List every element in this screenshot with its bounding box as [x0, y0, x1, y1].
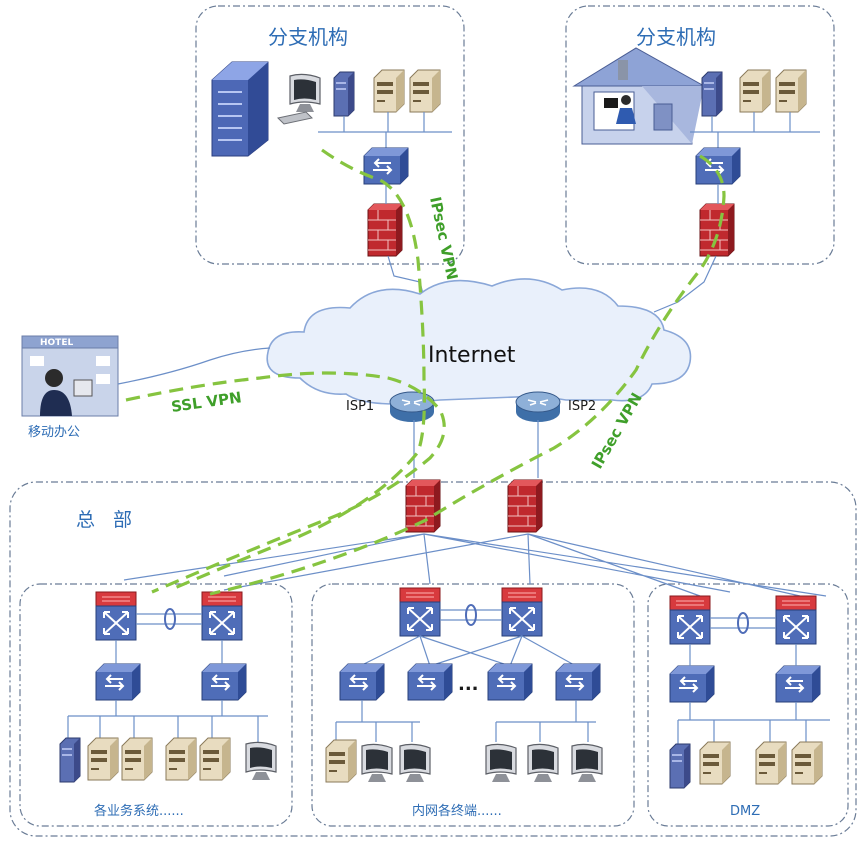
- branch-left-server-1-icon: [373, 69, 405, 113]
- branch-right-uplink: [653, 184, 719, 313]
- internet-label: Internet: [428, 343, 516, 368]
- branch-right-storage-icon: [701, 71, 723, 117]
- ipsec-vpn-label-top: IPsec VPN: [426, 195, 461, 282]
- internet-cloud: [266, 278, 692, 405]
- business-access-switch-1-icon: [95, 663, 141, 701]
- dmz-core-trunk: [710, 617, 776, 629]
- hotel-building-icon: [21, 335, 119, 417]
- branch-left-title: 分支机构: [268, 25, 348, 49]
- dmz-lan-links: [677, 644, 830, 746]
- branch-left-building-icon: [211, 61, 269, 157]
- business-systems-label: 各业务系统......: [94, 803, 184, 819]
- dmz-label: DMZ: [730, 804, 760, 819]
- isp1-label: ISP1: [346, 399, 374, 414]
- intranet-terminals-region: [311, 583, 635, 827]
- ipsec-vpn-tunnel-left: [169, 148, 426, 592]
- branch-left-region: [195, 5, 465, 265]
- intranet-lag-icon: [465, 604, 477, 626]
- business-server-1-icon: [87, 737, 119, 781]
- ssl-vpn-tunnel: [125, 371, 446, 594]
- branch-left-switch-icon: [363, 147, 409, 185]
- intranet-terminal-2-icon: [399, 743, 431, 783]
- business-server-2-icon: [121, 737, 153, 781]
- business-access-switch-2-icon: [201, 663, 247, 701]
- hq-distribution-links: [123, 533, 827, 597]
- intranet-core-switch-1-icon: [399, 587, 441, 637]
- branch-left-uplink: [385, 184, 425, 299]
- dmz-lag-icon: [737, 612, 749, 634]
- intranet-terminal-links: [335, 700, 596, 742]
- dmz-server-1-icon: [699, 741, 731, 785]
- business-systems-region: [19, 583, 293, 827]
- intranet-terminal-4-icon: [527, 743, 559, 783]
- branch-left-keyboard-icon: [276, 111, 314, 125]
- branch-left-lan-links: [318, 112, 452, 150]
- branch-right-server-2-icon: [775, 69, 807, 113]
- business-core-switch-2-icon: [201, 591, 243, 641]
- branch-right-switch-icon: [695, 147, 741, 185]
- business-lag-icon: [164, 608, 176, 630]
- ssl-vpn-label: SSL VPN: [170, 388, 243, 416]
- business-lan-links: [67, 640, 268, 742]
- intranet-core-switch-2-icon: [501, 587, 543, 637]
- dmz-server-3-icon: [791, 741, 823, 785]
- intranet-pc-1-icon: [325, 739, 357, 783]
- branch-right-title: 分支机构: [636, 25, 716, 49]
- hq-firewall-1-icon: [405, 479, 441, 533]
- dmz-core-switch-2-icon: [775, 595, 817, 645]
- intranet-access-switch-4-icon: [555, 663, 601, 701]
- dmz-server-2-icon: [755, 741, 787, 785]
- mobile-office-label: 移动办公: [28, 425, 80, 440]
- intranet-terminal-1-icon: [361, 743, 393, 783]
- business-server-3-icon: [165, 737, 197, 781]
- dmz-core-switch-1-icon: [669, 595, 711, 645]
- isp2-label: ISP2: [568, 399, 596, 414]
- business-storage-icon: [59, 737, 81, 783]
- branch-left-server-2-icon: [409, 69, 441, 113]
- branch-right-firewall-icon: [699, 203, 735, 257]
- branch-left-workstation-icon: [289, 73, 321, 113]
- intranet-terminal-5-icon: [571, 743, 603, 783]
- intranet-terminals-label: 内网各终端......: [412, 803, 502, 819]
- branch-left-storage-icon: [333, 71, 355, 117]
- dmz-access-switch-1-icon: [669, 665, 715, 703]
- home-office-icon: [572, 47, 706, 145]
- business-server-4-icon: [199, 737, 231, 781]
- intranet-access-switch-3-icon: [487, 663, 533, 701]
- isp2-router-icon: [515, 391, 561, 423]
- headquarters-title: 总 部: [76, 509, 138, 531]
- ipsec-vpn-tunnel-right: [209, 154, 726, 596]
- mobile-to-internet-link: [117, 347, 271, 385]
- dmz-storage-icon: [669, 743, 691, 789]
- dmz-access-switch-2-icon: [775, 665, 821, 703]
- intranet-access-switch-2-icon: [407, 663, 453, 701]
- intranet-access-switch-1-icon: [339, 663, 385, 701]
- branch-right-region: [565, 5, 835, 265]
- business-workstation-icon: [245, 741, 277, 781]
- intranet-core-trunk: [440, 609, 502, 621]
- hq-firewall-2-icon: [507, 479, 543, 533]
- ipsec-vpn-label-right: IPsec VPN: [588, 390, 646, 472]
- business-core-switch-1-icon: [95, 591, 137, 641]
- hotel-sign: HOTEL: [40, 338, 73, 348]
- branch-left-firewall-icon: [367, 203, 403, 257]
- branch-right-server-1-icon: [739, 69, 771, 113]
- hq-isp-uplinks: [413, 420, 539, 478]
- branch-right-lan-links: [690, 112, 820, 150]
- business-core-trunk: [136, 613, 202, 625]
- intranet-terminal-3-icon: [485, 743, 517, 783]
- intranet-ellipsis: ...: [458, 674, 479, 695]
- intranet-access-links: [359, 635, 577, 667]
